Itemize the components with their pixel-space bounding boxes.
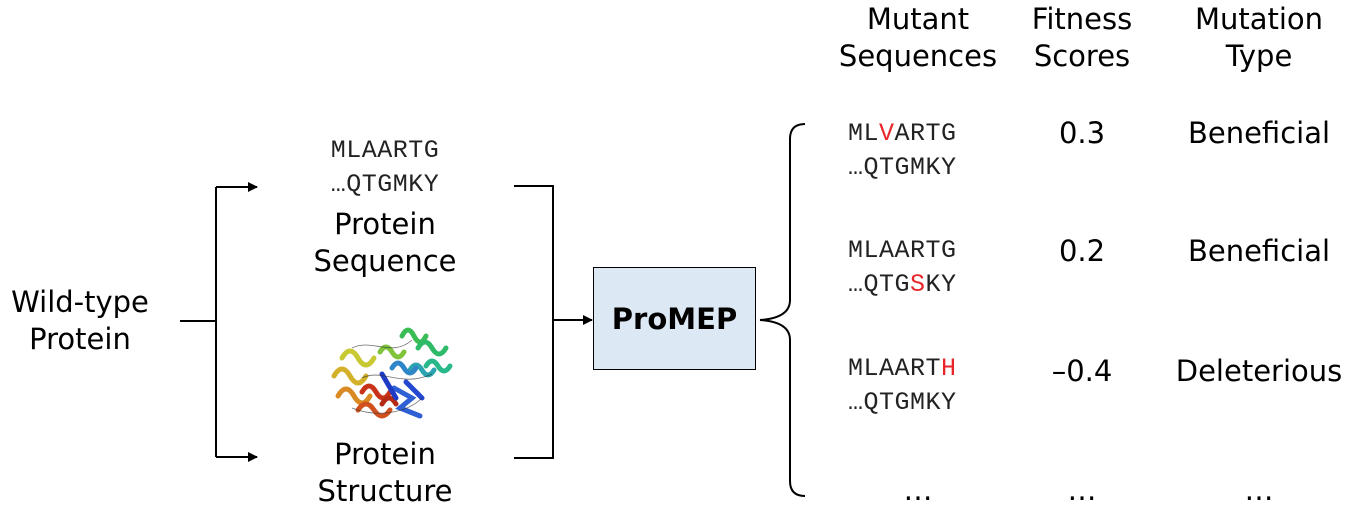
table-row-3-sequence: MLAARTH …QTGMKY [848,352,957,420]
mutated-residue: V [879,119,895,148]
table-row-3-type: Deleterious [1175,354,1343,388]
protein-structure-label-line2: Structure [317,474,453,508]
seq-text: ML [848,119,880,148]
mutated-residue: H [941,354,957,383]
protein-structure-ribbon-icon [331,327,453,419]
mutated-residue: S [910,270,926,299]
header-mutant-sequences: Mutant Sequences [826,1,1010,75]
output-curly-brace [759,123,806,497]
wild-type-label-line2: Protein [29,322,131,356]
protein-sequence-label-line1: Protein [334,207,436,241]
protein-structure-node: Protein Structure [290,436,480,510]
table-row-1-type: Beneficial [1187,116,1331,150]
ellipsis-types: … [1244,473,1274,507]
promep-label: ProMEP [611,301,738,336]
table-row-1-sequence: MLVARTG …QTGMKY [848,117,957,185]
header-col1-line2: Sequences [838,39,998,73]
merge-bracket [514,185,554,459]
header-col2-line1: Fitness [1031,2,1133,36]
promep-model-box: ProMEP [593,267,756,370]
header-mutation-type: Mutation Type [1168,1,1350,75]
seq-text: KY [925,270,957,299]
table-row-2-type: Beneficial [1187,234,1331,268]
table-row-3-score: –0.4 [1051,354,1113,388]
wild-type-seq-line1: MLAARTG [330,136,440,165]
seq-text: ARTG [894,119,957,148]
wild-type-label-line1: Wild-type [11,285,149,319]
seq-text: MLAARTG [848,236,957,265]
wild-type-seq-line2: …QTGMKY [330,170,440,199]
header-col2-line2: Scores [1033,39,1131,73]
header-col3-line1: Mutation [1194,2,1324,36]
table-row-1-score: 0.3 [1058,116,1106,150]
table-row-2-score: 0.2 [1058,234,1106,268]
seq-text: …QTG [848,270,911,299]
header-fitness-scores: Fitness Scores [1020,1,1144,75]
ellipsis-sequences: … [903,473,933,507]
seq-text: …QTGMKY [848,388,957,417]
wild-type-protein-label: Wild-type Protein [0,284,160,358]
protein-structure-label-line1: Protein [334,437,436,471]
header-col1-line1: Mutant [866,2,970,36]
seq-text: MLAART [848,354,942,383]
protein-sequence-label-line2: Sequence [313,244,457,278]
seq-text: …QTGMKY [848,153,957,182]
header-col3-line2: Type [1225,39,1293,73]
protein-sequence-node: MLAARTG …QTGMKY Protein Sequence [290,134,480,280]
table-row-2-sequence: MLAARTG …QTGSKY [848,234,957,302]
ellipsis-scores: … [1067,473,1097,507]
